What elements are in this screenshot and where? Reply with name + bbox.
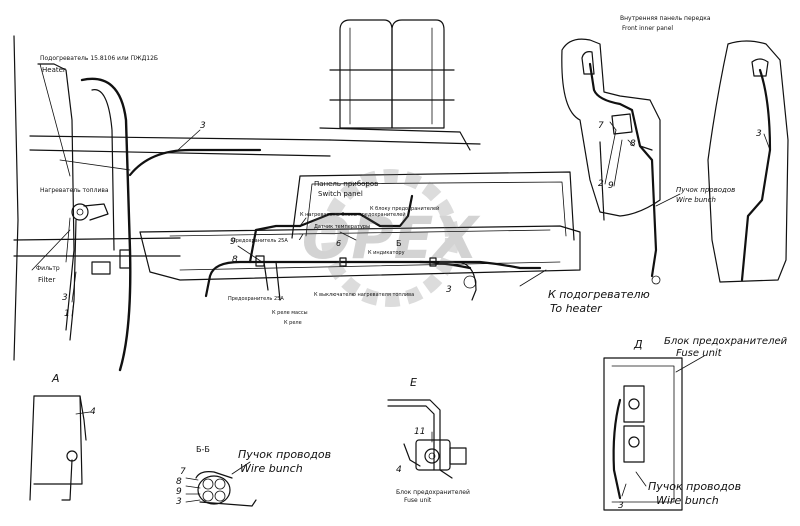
callout-4-e: 4 xyxy=(396,465,402,475)
callout-3-left: 3 xyxy=(62,293,68,303)
to-fuse-block-label: К блоку предохранителей xyxy=(370,205,439,212)
callout-3-center: 3 xyxy=(446,285,452,295)
view-a xyxy=(29,395,91,501)
callout-1-left: 1 xyxy=(64,309,70,319)
to-ground-label: К реле массы xyxy=(272,310,308,316)
fuse-unit-en-label: Fuse unit xyxy=(676,348,723,359)
callout-8-bb: 8 xyxy=(176,477,182,487)
section-d-title: Д xyxy=(633,338,643,351)
callout-3-right: 3 xyxy=(756,129,762,139)
front-inner-panel-view xyxy=(561,38,789,285)
callout-9-right: 9 xyxy=(608,181,614,191)
to-heater-block-label: К нагревателю блока предохранителей xyxy=(300,211,406,218)
battery-box xyxy=(319,19,481,151)
view-d xyxy=(603,355,705,511)
wire-bunch-en-d-label: Wire bunch xyxy=(656,494,719,507)
section-b-marker: Б xyxy=(396,239,402,248)
section-a-title: А xyxy=(51,372,60,385)
fuse-unit-ru-label: Блок предохранителей xyxy=(664,336,788,347)
callout-3-d: 3 xyxy=(618,501,624,511)
switch-panel-ru-label: Панель приборов xyxy=(314,180,378,188)
wire-bunch-en-bb-label: Wire bunch xyxy=(240,462,303,475)
callout-9-bb: 9 xyxy=(176,487,182,497)
callout-7-bb: 7 xyxy=(180,467,186,477)
to-relay-label: К реле xyxy=(284,320,302,326)
watermark-logo: OPEX xyxy=(302,169,481,307)
callout-2-right: 2 xyxy=(598,179,604,189)
to-fuel-heater-label: К выключателю нагревателя топлива xyxy=(314,292,414,298)
wire-bunch-ru-bb-label: Пучок проводов xyxy=(238,448,331,461)
wire-bunch-ru-top-label: Пучок проводов xyxy=(676,186,735,194)
fuel-sensor-label: Датчик температуры xyxy=(314,224,370,230)
fuse-unit-en-e-label: Fuse unit xyxy=(404,497,432,504)
callout-6-center: 6 xyxy=(336,239,341,248)
to-heater-en-label: To heater xyxy=(550,302,603,315)
watermark-text: OPEX xyxy=(302,204,481,272)
callout-8-center: 8 xyxy=(232,255,238,265)
section-bb xyxy=(185,461,257,507)
center-frame xyxy=(139,171,581,301)
front-inner-panel-en-label: Front inner panel xyxy=(622,25,673,32)
fuse-25a-bottom-label: Предохранитель 25А xyxy=(228,296,284,302)
heater-model-label: Подогреватель 15.8106 или ПЖД12Б xyxy=(40,55,158,62)
callout-3-top: 3 xyxy=(200,121,206,131)
fuse-unit-ru-e-label: Блок предохранителей xyxy=(396,489,470,496)
callout-4-a: 4 xyxy=(90,407,96,417)
callout-7-center: 7 xyxy=(298,233,304,243)
filter-en-label: Filter xyxy=(38,276,55,284)
view-e xyxy=(387,399,467,479)
wire-bunch-ru-d-label: Пучок проводов xyxy=(648,480,741,493)
heater-assembly xyxy=(13,35,331,372)
heater-en-label: Heater xyxy=(42,66,66,74)
section-bb-title: Б-Б xyxy=(196,445,210,454)
callout-9-center: 9 xyxy=(230,237,236,247)
to-heater-ru-label: К подогревателю xyxy=(548,288,650,301)
heater-element-label: Нагреватель топлива xyxy=(40,187,109,194)
front-inner-panel-ru-label: Внутренняя панель передка xyxy=(620,15,711,22)
wire-bunch-en-top-label: Wire bunch xyxy=(676,196,716,204)
callout-8-right: 8 xyxy=(630,139,636,149)
to-indicator-label: К индикатору xyxy=(368,250,405,256)
callout-11-e: 11 xyxy=(414,427,425,437)
filter-ru-label: Фильтр xyxy=(36,265,60,272)
switch-panel-en-label: Switch panel xyxy=(318,190,363,198)
callout-3-bb: 3 xyxy=(176,497,182,507)
section-e-title: Е xyxy=(410,376,417,389)
callout-7-right: 7 xyxy=(598,121,604,131)
fuse-25a-top-label: Предохранитель 25А xyxy=(232,238,288,244)
